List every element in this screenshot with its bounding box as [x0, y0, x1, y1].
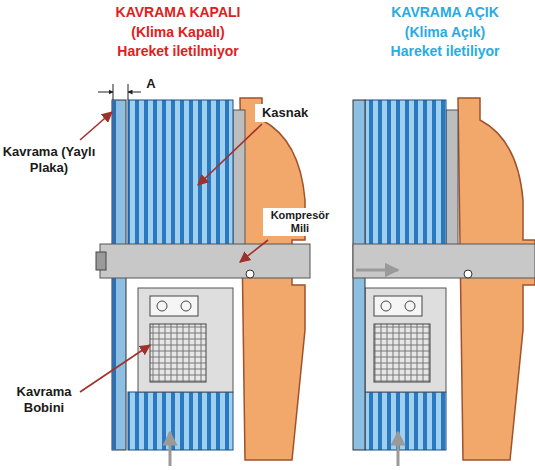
pulley-side — [446, 110, 458, 250]
pulley-ribs-bottom — [128, 392, 233, 450]
shaft-seal — [246, 270, 254, 278]
heading: KAVRAMA KAPALI — [88, 4, 268, 21]
pulley-side — [233, 110, 245, 250]
heading-note: (Klima Açık) — [355, 24, 535, 41]
bearing-ball — [181, 301, 191, 311]
force-arrow — [169, 432, 172, 466]
bearing-ball — [381, 301, 391, 311]
part-label: Kavrama (Yaylı Plaka) — [2, 144, 96, 175]
compressor-shaft — [353, 244, 535, 278]
pulley-ribs-bottom — [365, 392, 446, 450]
heading-status: Hareket iletilmiyor — [88, 43, 268, 60]
part-label: Kasnak — [255, 104, 315, 122]
pulley-hub — [138, 288, 233, 392]
heading-note: (Klima Kapalı) — [88, 24, 268, 41]
shaft-seal — [464, 270, 472, 278]
compressor-housing — [458, 98, 535, 460]
heading: KAVRAMA AÇIK — [355, 4, 535, 21]
part-label: Kavrama Bobini — [6, 384, 82, 415]
compressor-shaft — [100, 244, 310, 278]
leader-line — [240, 240, 268, 262]
leader-lines — [80, 112, 268, 392]
clutch-coil — [150, 324, 206, 382]
bearing-ball — [405, 301, 415, 311]
motion-arrow — [356, 269, 398, 272]
pulley-ribs-top — [365, 100, 446, 250]
leader-line — [80, 112, 112, 140]
leader-line — [198, 124, 262, 185]
shaft-nut — [96, 252, 106, 270]
clutch-coil — [374, 324, 430, 382]
compressor-housing — [240, 98, 305, 460]
dimension-label: A — [143, 76, 159, 92]
bearing — [150, 296, 198, 316]
heading-status: Hareket iletiliyor — [355, 43, 535, 60]
left-assembly — [96, 98, 310, 466]
leader-line — [80, 345, 150, 392]
pulley-hub — [365, 288, 446, 392]
force-arrow — [397, 432, 400, 466]
right-assembly — [353, 98, 535, 466]
part-label: Kompresör Mili — [263, 208, 337, 236]
bearing — [374, 296, 422, 316]
dimension-a — [98, 84, 141, 100]
bearing-ball — [157, 301, 167, 311]
pulley-ribs-top — [128, 100, 233, 250]
